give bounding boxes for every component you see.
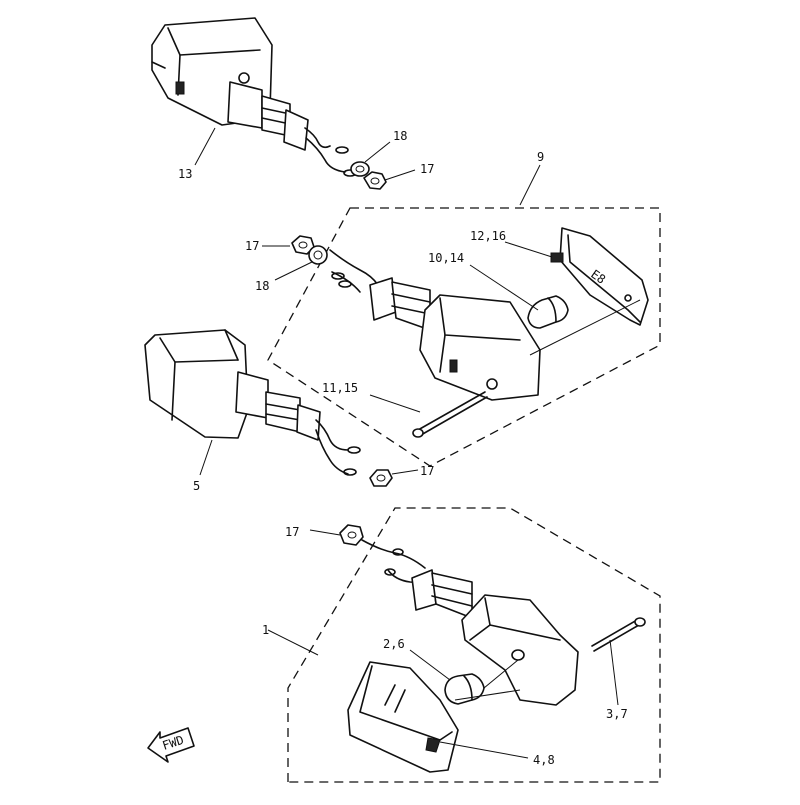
bolt-3-7 <box>591 617 646 652</box>
callout-13: 13 <box>178 167 192 181</box>
callout-18-top: 18 <box>393 129 407 143</box>
fwd-label: FWD <box>161 733 186 753</box>
fwd-arrow-icon: FWD <box>147 727 195 763</box>
lens-4-8 <box>347 661 459 773</box>
callout-4-8: 4,8 <box>533 753 555 767</box>
assembly-9-boundary <box>267 207 661 467</box>
bulb-2-6 <box>444 673 485 705</box>
callout-10-14: 10,14 <box>428 251 464 265</box>
lens-marking: E8 <box>588 267 608 287</box>
callout-17-bot: 17 <box>285 525 299 539</box>
nut-17-low <box>369 469 393 487</box>
turn-signal-9 <box>329 249 541 401</box>
callout-2-6: 2,6 <box>383 637 405 651</box>
nut-17-top <box>363 171 387 190</box>
callout-12-16: 12,16 <box>470 229 506 243</box>
lens-12-16: E8 <box>550 227 649 326</box>
callout-5: 5 <box>193 479 200 493</box>
bulb-10-14 <box>527 295 569 329</box>
turn-signal-1 <box>361 539 579 706</box>
nut-17-bot <box>339 524 364 546</box>
bolt-11-15 <box>412 391 488 438</box>
turn-signal-5 <box>144 329 361 476</box>
callout-18-mid: 18 <box>255 279 269 293</box>
turn-signal-13 <box>151 17 357 177</box>
callout-17-low: 17 <box>420 464 434 478</box>
callout-9: 9 <box>537 150 544 164</box>
washer-18-top <box>350 161 370 177</box>
callout-1: 1 <box>262 623 269 637</box>
callout-17-mid: 17 <box>245 239 259 253</box>
assembly-1-boundary <box>287 507 661 783</box>
washer-18-mid <box>308 245 328 265</box>
callout-11-15: 11,15 <box>322 381 358 395</box>
callout-3-7: 3,7 <box>606 707 628 721</box>
callout-17-top: 17 <box>420 162 434 176</box>
